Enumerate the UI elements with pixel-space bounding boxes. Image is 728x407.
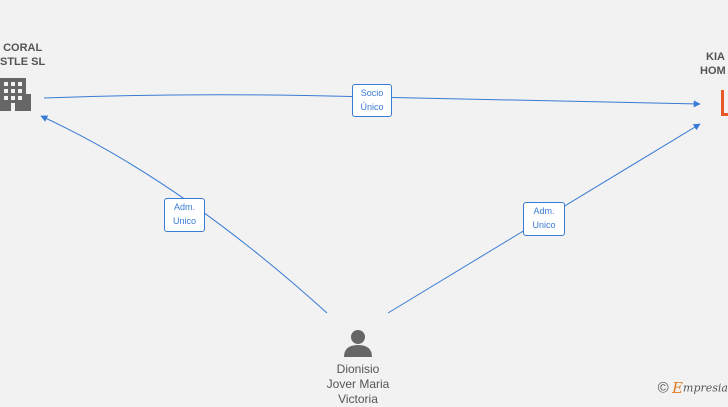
empresia-watermark: © Empresia xyxy=(658,379,728,399)
edge-right-line1: Adm. xyxy=(533,206,555,216)
copyright-icon: © xyxy=(657,379,669,397)
company-right-label[interactable]: KIA HOM xyxy=(700,50,726,78)
brand-initial: E xyxy=(672,379,684,397)
edge-label-socio-unico[interactable]: Socio Único xyxy=(352,84,392,117)
company-left-name-line2: STLE SL xyxy=(0,56,46,68)
company-right-name-line2: HOM xyxy=(700,65,726,77)
company-left-label[interactable]: CORAL STLE SL xyxy=(0,41,45,69)
brand-name: mpresia xyxy=(683,381,728,395)
edge-top-line2: Único xyxy=(360,102,384,112)
building-icon xyxy=(0,78,31,111)
person-name-line2: Jover Maria xyxy=(326,377,390,391)
person-name-line1: Dionisio xyxy=(336,362,380,376)
building-icon-highlighted xyxy=(721,90,728,116)
person-icon xyxy=(344,330,372,357)
edge-right-line2: Unico xyxy=(532,220,556,230)
edge-left-line2: Unico xyxy=(172,216,196,226)
edge-left-line1: Adm. xyxy=(173,202,195,212)
edge-label-adm-unico-right[interactable]: Adm. Unico xyxy=(523,202,565,236)
company-right-name-line1: KIA xyxy=(706,51,725,63)
person-label[interactable]: Dionisio Jover Maria Victoria xyxy=(308,362,408,407)
edge-label-adm-unico-left[interactable]: Adm. Unico xyxy=(164,198,205,232)
edge-top-line1: Socio xyxy=(360,88,384,98)
edge-left-line xyxy=(40,115,328,314)
company-left-name-line1: CORAL xyxy=(3,42,43,54)
